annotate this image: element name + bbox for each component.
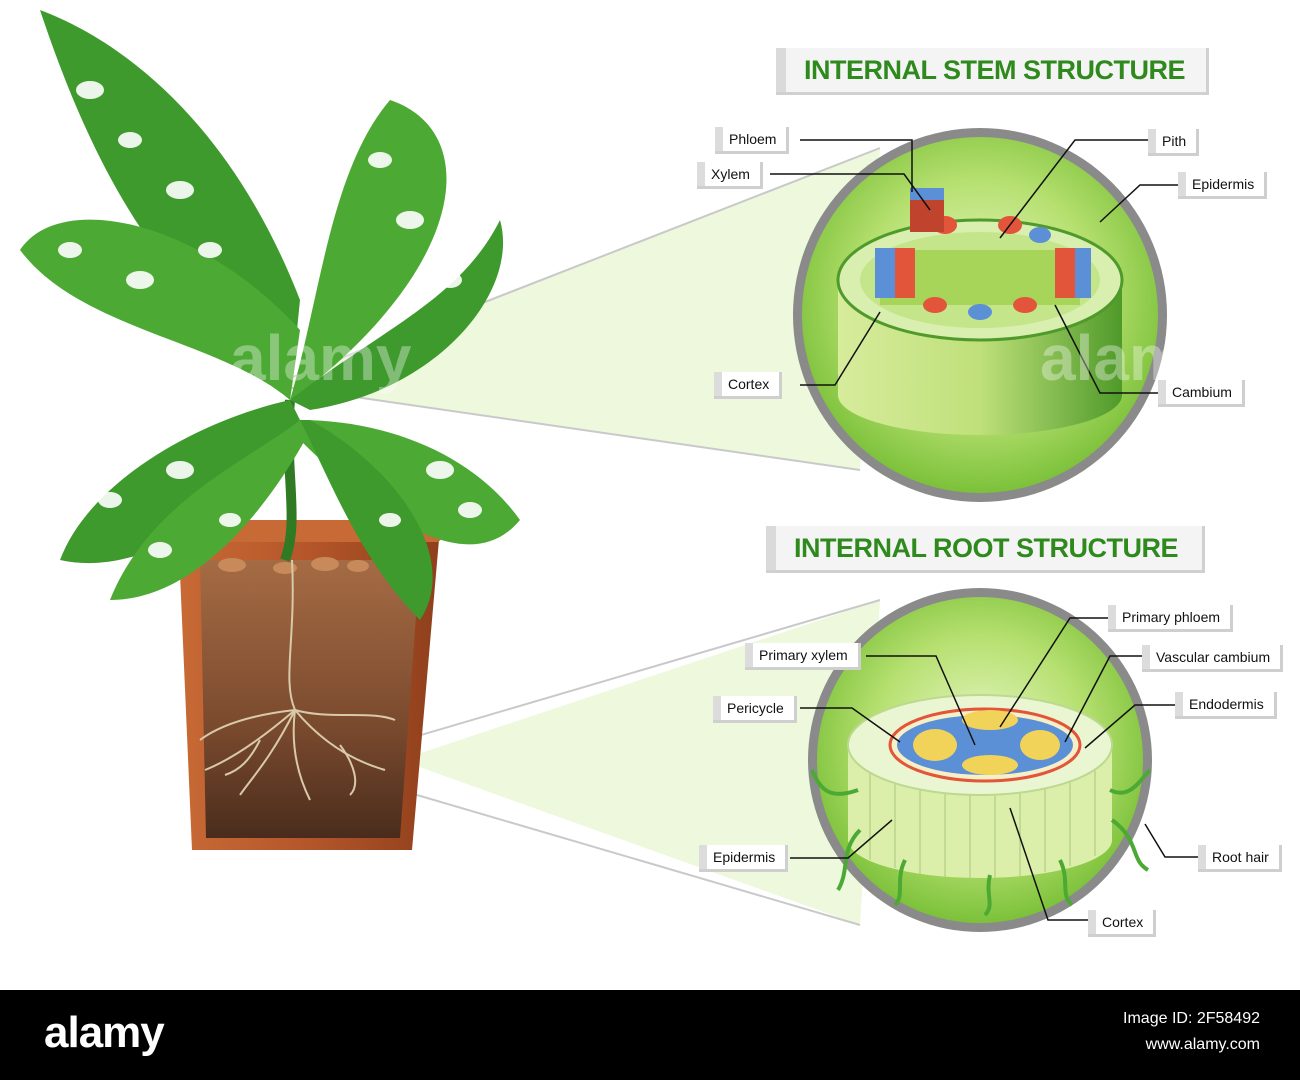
roots [199,559,396,801]
watermark-text: alamy [230,322,412,394]
label-primary-xylem: Primary xylem [745,643,861,670]
label-pith: Pith [1148,129,1200,156]
leaves [20,10,520,620]
label-stem-cortex: Cortex [714,372,783,399]
leader-lines [770,139,1198,921]
root-zoom-beam [369,599,881,926]
label-phloem: Phloem [715,127,790,154]
footer-meta: Image ID: 2F58492 www.alamy.com [1123,1006,1260,1058]
diagram-canvas: alamy alamy INTERNAL STEM STRUCTURE INTE… [20,10,1284,937]
label-endodermis: Endodermis [1175,692,1277,719]
watermarks: alamy alamy [230,322,1222,394]
root-title: INTERNAL ROOT STRUCTURE [794,532,1179,563]
footer-bar: alamy Image ID: 2F58492 www.alamy.com [0,990,1300,1080]
label-root-cortex: Cortex [1088,910,1157,937]
label-cambium: Cambium [1158,380,1245,407]
footer-image-id: Image ID: 2F58492 [1123,1010,1260,1027]
root-cross-section [808,588,1152,932]
stem-title: INTERNAL STEM STRUCTURE [804,54,1186,85]
root-title-box: INTERNAL ROOT STRUCTURE [766,526,1205,573]
label-xylem: Xylem [697,162,763,189]
label-vascular-cambium: Vascular cambium [1142,645,1284,672]
footer-brand-logo: alamy [44,1008,165,1057]
plant-illustration [20,10,520,850]
label-primary-phloem: Primary phloem [1108,605,1234,632]
stem-title-box: INTERNAL STEM STRUCTURE [776,48,1209,95]
label-pericycle: Pericycle [713,696,797,723]
label-root-hair: Root hair [1198,845,1282,872]
stem-cross-section [793,128,1167,502]
footer-site: www.alamy.com [1145,1036,1260,1053]
diagram-svg: alamy alamy [20,10,1222,932]
root-hairs [810,768,1152,917]
label-stem-epidermis: Epidermis [1178,172,1268,199]
stem-vascular-bundles [875,188,1091,320]
label-root-epidermis: Epidermis [699,845,789,872]
